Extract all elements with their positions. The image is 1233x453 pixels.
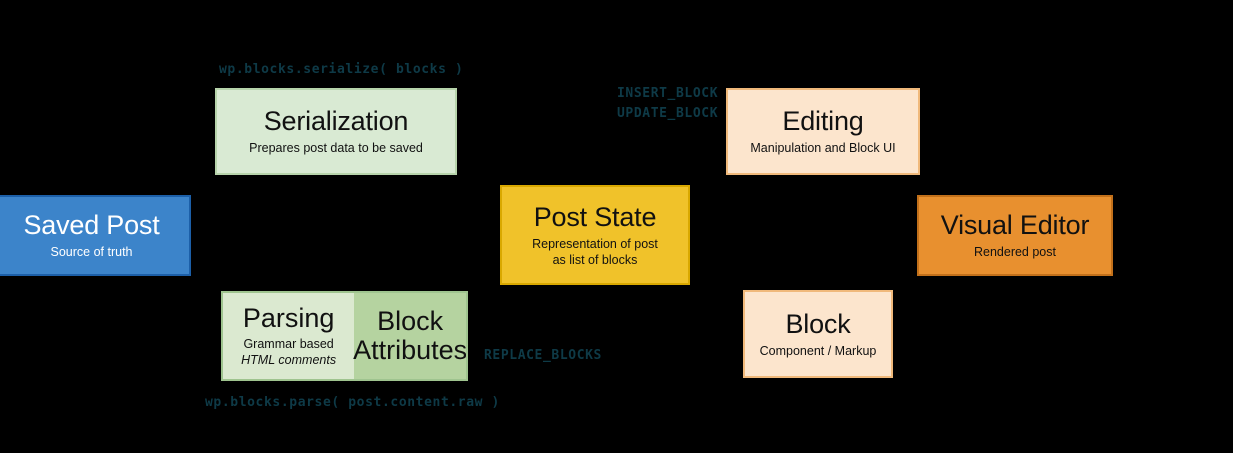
node-editing-title: Editing [782,106,864,137]
node-post-state[interactable]: Post State Representation of post as lis… [500,185,690,285]
node-saved-post-subtitle: Source of truth [50,245,133,260]
node-serialization[interactable]: Serialization Prepares post data to be s… [215,88,457,175]
node-post-state-subtitle: Representation of post as list of blocks [532,237,658,268]
annotation-serialize-call: wp.blocks.serialize( blocks ) [219,62,464,77]
node-visual-editor-title: Visual Editor [940,210,1090,241]
node-parsing[interactable]: Parsing Grammar based HTML comments Bloc… [221,291,468,381]
annotation-insert-update-actions: INSERT_BLOCK UPDATE_BLOCK [617,86,719,122]
node-serialization-subtitle: Prepares post data to be saved [249,141,423,156]
node-visual-editor-subtitle: Rendered post [973,245,1056,260]
node-editing[interactable]: Editing Manipulation and Block UI [726,88,920,175]
node-saved-post-title: Saved Post [23,210,160,241]
node-parsing-subtitle-line1: Grammar based [243,336,334,351]
node-parsing-subtitle-line2: HTML comments [241,353,337,368]
annotation-parse-call: wp.blocks.parse( post.content.raw ) [205,395,500,410]
node-visual-editor[interactable]: Visual Editor Rendered post [917,195,1113,276]
node-parsing-left-pane[interactable]: Parsing Grammar based HTML comments [223,293,355,379]
node-block-title: Block [785,308,851,339]
node-serialization-title: Serialization [263,106,409,137]
node-block-attributes-title-line1: Block [377,305,444,336]
node-post-state-subtitle-line2: as list of blocks [552,252,638,267]
node-block[interactable]: Block Component / Markup [743,290,893,378]
annotation-replace-blocks-action: REPLACE_BLOCKS [484,348,602,363]
node-block-attributes-title-line2: Attributes [353,335,468,365]
node-block-subtitle: Component / Markup [759,343,877,358]
node-post-state-subtitle-line1: Representation of post [532,236,658,251]
node-saved-post[interactable]: Saved Post Source of truth [0,195,191,276]
node-parsing-title: Parsing [242,302,335,333]
node-parsing-subtitle: Grammar based HTML comments [241,336,336,369]
node-block-attributes-right-pane[interactable]: Block Attributes [353,293,468,379]
node-post-state-title: Post State [533,201,657,232]
node-editing-subtitle: Manipulation and Block UI [750,141,896,156]
